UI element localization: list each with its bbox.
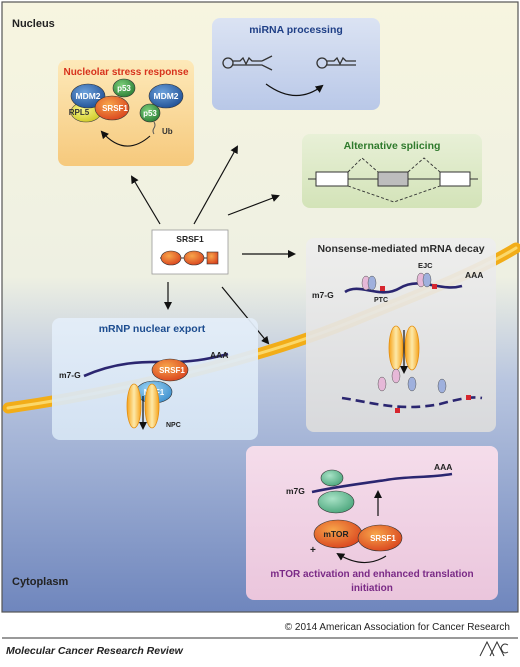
p53-protein-right	[139, 103, 161, 123]
mirna-title: miRNA processing	[249, 24, 343, 36]
mirna-arrow	[265, 83, 324, 97]
arrow-to-mirna	[193, 145, 238, 225]
mdm2-label: MDM2	[75, 91, 100, 101]
mtor-mrna	[311, 472, 453, 494]
cytoplasm-label: Cytoplasm	[12, 576, 68, 588]
splicing-panel	[302, 134, 482, 208]
srsf1-protein-mtor	[357, 524, 403, 552]
nmd-ptc-label: PTC	[374, 297, 388, 304]
arrow-to-nucleolar	[130, 175, 161, 225]
nmd-degraded-mrna	[341, 368, 483, 413]
srsf1-protein-nucleolar	[94, 95, 130, 121]
pre-mirna-hairpin	[316, 56, 356, 69]
pri-mirna-hairpin	[222, 55, 273, 71]
mtor-label: mTOR	[323, 529, 348, 539]
mtor-cap-label: m7G	[286, 486, 305, 496]
nmd-ejc-label: EJC	[418, 261, 433, 270]
srsf1-label-mtor: SRSF1	[370, 534, 396, 543]
mdm2-protein	[70, 83, 106, 109]
copyright-text: © 2014 American Association for Cancer R…	[285, 622, 510, 633]
ubiquitin-chain	[152, 121, 156, 135]
p53-label: p53	[117, 84, 131, 93]
rpl5-label: RPL5	[69, 108, 90, 117]
nucleolar-arrow	[100, 130, 151, 147]
mtor-title-line1: mTOR activation and enhanced translation	[270, 569, 473, 580]
nmd-tail-label: AAA	[465, 270, 483, 280]
mtor-tail-label: AAA	[434, 462, 452, 472]
splicing-title: Alternative splicing	[344, 140, 441, 152]
exon-1	[315, 171, 349, 187]
export-tail-label: AAA	[210, 350, 228, 360]
srsf1-domain-structure	[160, 250, 219, 266]
arrow-to-splicing	[227, 194, 280, 216]
mdm2-protein-right	[148, 83, 184, 109]
mtor-title-line2: initiation	[351, 583, 393, 594]
srsf1-protein-export	[151, 358, 189, 382]
npc-label: NPC	[166, 422, 181, 429]
mirna-panel	[212, 18, 380, 110]
splicing-exons	[308, 157, 478, 203]
srsf1-label-nucleolar: SRSF1	[102, 104, 128, 113]
mtor-panel	[246, 446, 498, 600]
exon-3	[439, 171, 471, 187]
journal-name: Molecular Cancer Research Review	[6, 645, 184, 657]
export-cap-label: m7-G	[59, 370, 81, 380]
p53-label-right: p53	[143, 109, 157, 118]
mdm2-label-right: MDM2	[153, 91, 178, 101]
export-panel	[52, 318, 258, 440]
nmd-title: Nonsense-mediated mRNA decay	[317, 243, 484, 255]
nucleolar-complex-left: MDM2 RPL5 SRSF1 p53	[69, 78, 136, 123]
mtor-activation-arrow	[336, 552, 387, 564]
nucleolar-complex-right: MDM2 p53 Ub	[139, 83, 184, 136]
nucleolar-title: Nucleolar stress response	[63, 67, 188, 78]
arrow-to-mtor	[221, 286, 270, 345]
nucleus-label: Nucleus	[12, 18, 55, 30]
srsf1-center-label: SRSF1	[176, 234, 204, 244]
export-pore	[126, 383, 160, 430]
mtor-plus-sign: +	[310, 545, 316, 556]
p53-protein	[112, 78, 136, 98]
srsf1-arrows	[130, 145, 296, 345]
export-title: mRNP nuclear export	[99, 323, 206, 335]
ub-label: Ub	[162, 127, 173, 136]
exon-alternative	[377, 171, 409, 187]
nmd-cap-label: m7-G	[312, 290, 334, 300]
nmd-mrna	[344, 272, 463, 294]
ribosome	[317, 469, 355, 514]
aacr-logo	[479, 640, 509, 657]
srsf1-label-export: SRSF1	[159, 366, 185, 375]
nmd-pore	[388, 325, 420, 374]
